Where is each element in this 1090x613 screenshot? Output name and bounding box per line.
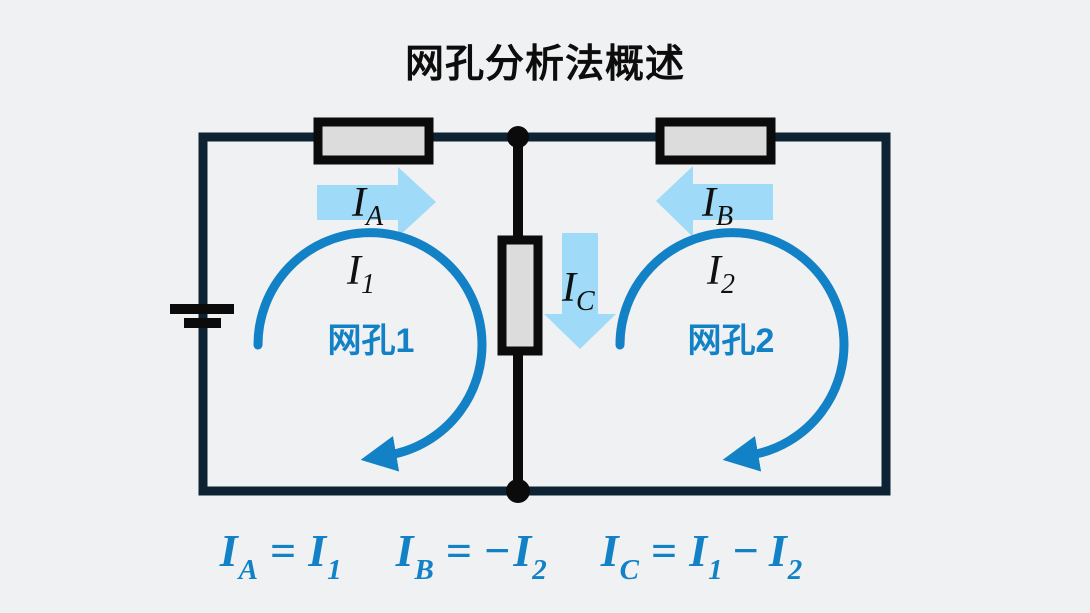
branch-current-label-ia: IA — [351, 180, 384, 232]
resistor-middle-icon — [497, 235, 543, 356]
mesh1-current-label: I1 — [346, 248, 375, 300]
equation-ib: IB=−I2 — [395, 525, 547, 586]
mesh2-current-label: I2 — [706, 248, 735, 300]
equations-row: IA=I1 IB=−I2 IC=I1−I2 — [0, 524, 1056, 586]
equation-ic: IC=I1−I2 — [600, 525, 803, 586]
mesh1-loop-arrow-icon — [253, 228, 487, 472]
resistor-top-left-icon — [313, 117, 434, 165]
branch-current-label-ic: IC — [561, 265, 595, 317]
equation-ia: IA=I1 — [219, 525, 342, 586]
current-arrow-left-icon — [656, 166, 773, 237]
node-dot-bottom — [506, 479, 530, 503]
page-title: 网孔分析法概述 — [404, 43, 685, 86]
mesh1-name-label: 网孔1 — [328, 322, 415, 360]
mesh2-loop-arrow-icon — [615, 228, 849, 472]
mesh2-name-label: 网孔2 — [688, 322, 775, 360]
battery-icon — [170, 304, 234, 328]
current-arrow-right-icon — [317, 167, 436, 237]
current-arrow-down-icon — [544, 233, 616, 349]
resistor-top-right-icon — [655, 117, 776, 165]
branch-current-label-ib: IB — [701, 180, 733, 232]
node-dot-top — [507, 126, 529, 148]
